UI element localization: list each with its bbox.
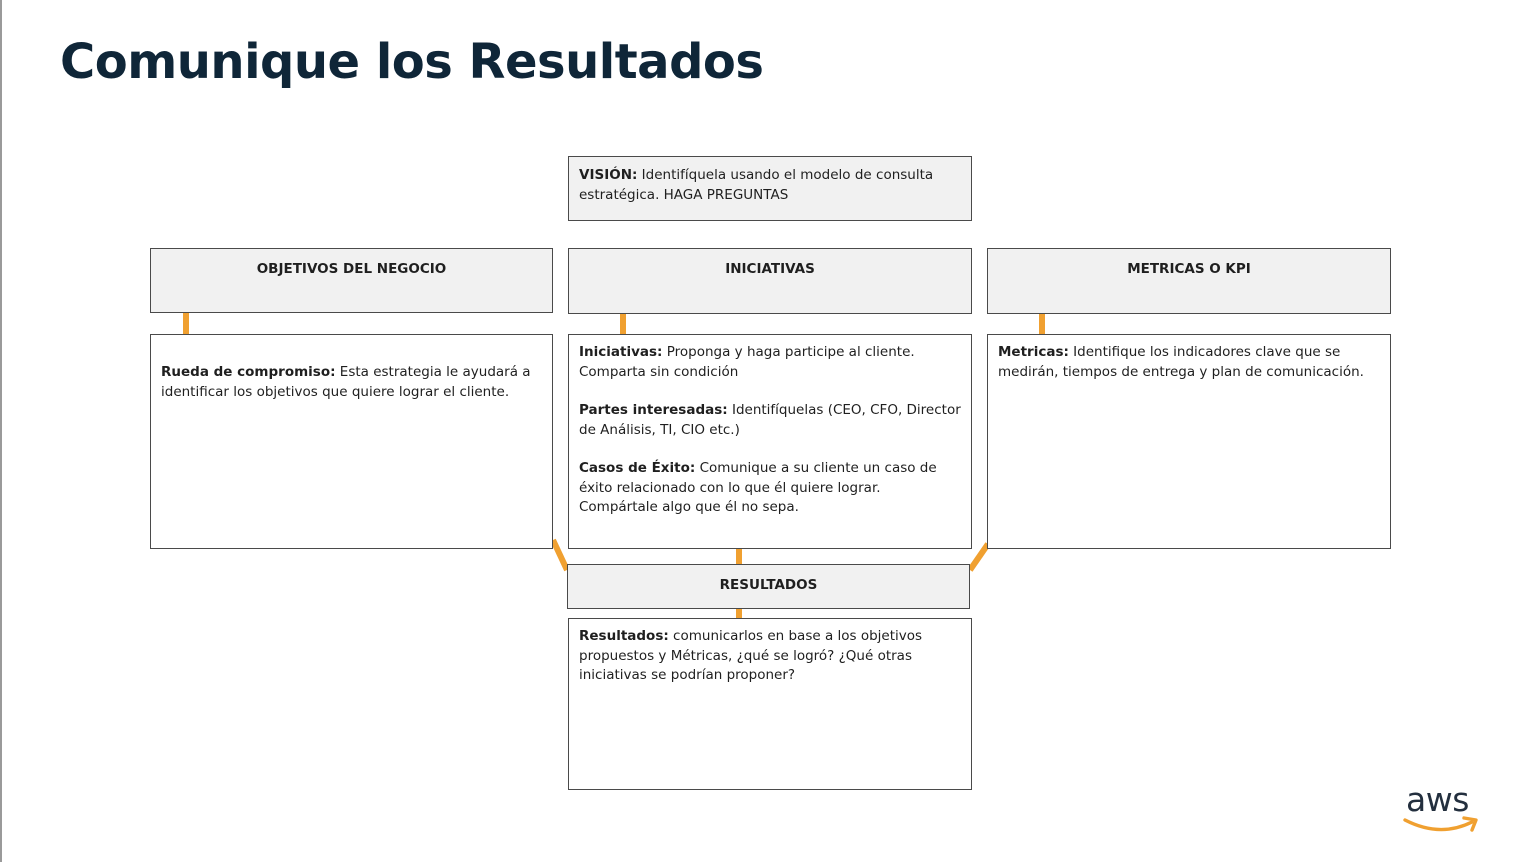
iniciativas-header: INICIATIVAS [725,261,815,277]
connector-metricas-resultados [967,542,991,572]
resultados-text: comunicarlos en base a los objetivos pro… [579,628,923,683]
objetivos-body-box: Rueda de compromiso: Esta estrategia le … [150,334,553,549]
metricas-label: Metricas: [998,344,1069,360]
objetivos-label: Rueda de compromiso: [161,364,336,380]
slide-title: Comunique los Resultados [60,34,764,90]
iniciativas-label-2: Partes interesadas: [579,402,728,418]
resultados-header: RESULTADOS [719,577,818,593]
objetivos-header-box: OBJETIVOS DEL NEGOCIO [150,248,553,313]
vision-text: Identifíquela usando el modelo de consul… [579,167,934,203]
aws-logo: aws [1402,780,1484,840]
iniciativas-label-3: Casos de Éxito: [579,460,696,476]
vision-box: VISIÓN: Identifíquela usando el modelo d… [568,156,972,221]
metricas-header-box: METRICAS O KPI [987,248,1391,314]
metricas-body-box: Metricas: Identifique los indicadores cl… [987,334,1391,549]
resultados-label: Resultados: [579,628,669,644]
iniciativas-paragraph-2: Partes interesadas: Identifíquelas (CEO,… [579,401,961,440]
slide-left-edge [0,0,2,862]
resultados-paragraph: Resultados: comunicarlos en base a los o… [579,627,961,686]
iniciativas-label-1: Iniciativas: [579,344,663,360]
aws-logo-text: aws [1406,780,1469,819]
iniciativas-header-box: INICIATIVAS [568,248,972,314]
iniciativas-body-box: Iniciativas: Proponga y haga participe a… [568,334,972,549]
objetivos-paragraph: Rueda de compromiso: Esta estrategia le … [161,363,542,402]
vision-label: VISIÓN: [579,167,638,183]
iniciativas-text-3: Comunique a su cliente un caso de éxito … [579,460,937,515]
aws-smile-icon [1403,816,1478,832]
connector-objetivos-resultados [550,538,570,572]
resultados-body-box: Resultados: comunicarlos en base a los o… [568,618,972,790]
objetivos-text: Esta estrategia le ayudará a identificar… [161,364,531,400]
iniciativas-paragraph-1: Iniciativas: Proponga y haga participe a… [579,343,961,382]
resultados-header-box: RESULTADOS [567,564,970,609]
metricas-paragraph: Metricas: Identifique los indicadores cl… [998,343,1380,382]
metricas-text: Identifique los indicadores clave que se… [998,344,1364,380]
iniciativas-text-2: Identifíquelas (CEO, CFO, Director de An… [579,402,961,438]
iniciativas-text-1: Proponga y haga participe al cliente. Co… [579,344,915,380]
objetivos-header: OBJETIVOS DEL NEGOCIO [256,261,447,277]
iniciativas-paragraph-3: Casos de Éxito: Comunique a su cliente u… [579,459,961,518]
metricas-header: METRICAS O KPI [1127,261,1251,277]
